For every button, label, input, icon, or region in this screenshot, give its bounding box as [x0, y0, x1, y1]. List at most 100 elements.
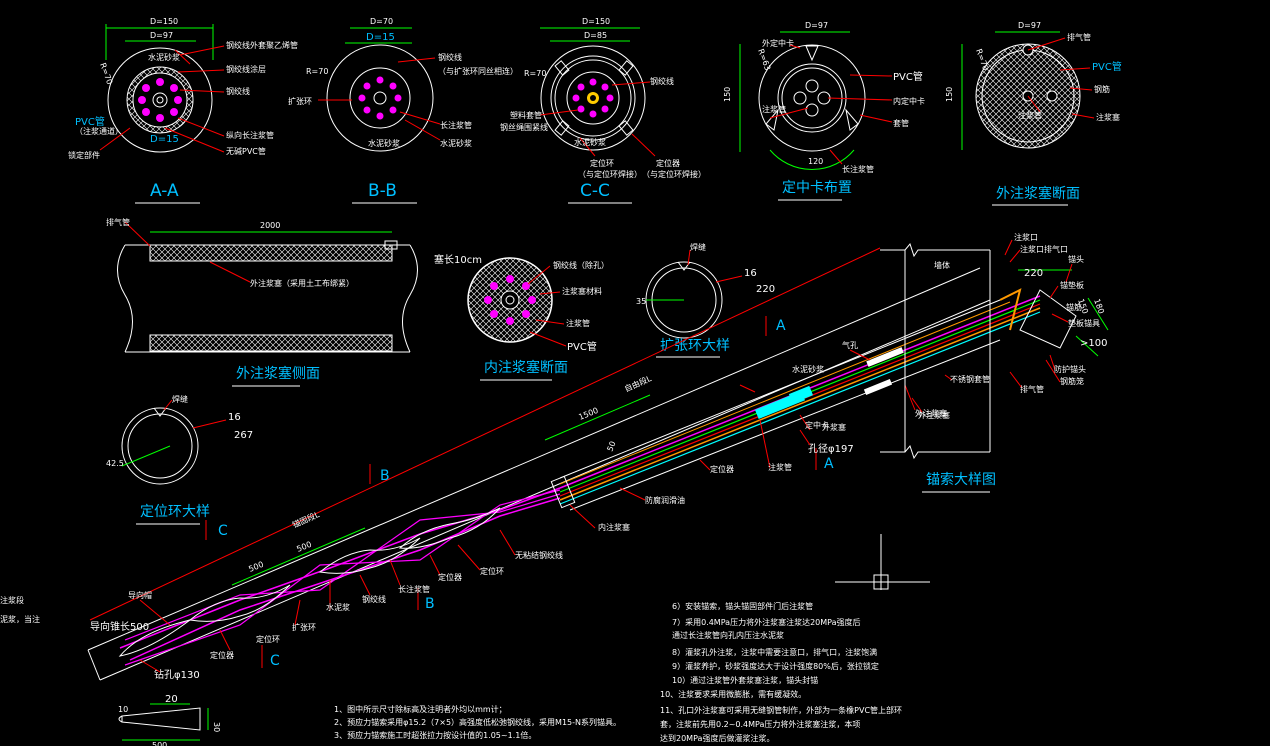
aa-d15: D=15 — [150, 134, 179, 145]
ah-title: 锚索大样图 — [926, 471, 996, 488]
bb-radius: R=70 — [306, 67, 328, 76]
note-right-9: 套，注浆前先用0.2~0.4MPa压力将外注浆塞注浆，本项 — [660, 719, 860, 729]
main-label-a2: A — [824, 456, 834, 472]
tip-dim-30: 30 — [212, 722, 221, 732]
main-label-10: 无粘结钢绞线 — [515, 550, 563, 560]
main-label-b1: B — [380, 468, 390, 484]
aa-dim-d150: D=150 — [150, 17, 178, 26]
cc-strands — [572, 78, 614, 118]
cen-label-4: 套管 — [893, 118, 909, 128]
op-title: 外注浆塞断面 — [996, 185, 1080, 202]
aa-label-4: 纵向长注浆管 — [226, 130, 274, 140]
section-cc: D=150 D=85 R=70 钢绞线 塑料套管 钢丝绳围紧线 定位环 （与定位… — [500, 17, 706, 204]
note-right-7: 10、注浆要求采用微膨胀，需有缓凝效。 — [660, 689, 806, 699]
main-label-12: 防腐润滑油 — [645, 495, 685, 505]
cc-label-2: 塑料套管 — [510, 110, 542, 120]
main-label-14: 注浆管 — [768, 462, 792, 472]
note-right-6: 10）通过注浆管外套浆塞注浆，锚头封锚 — [672, 675, 818, 685]
main-label-7: 长注浆管 — [398, 584, 430, 594]
bb-label-1: 钢绞线 — [438, 52, 462, 62]
op-label-1: 排气管 — [1067, 32, 1091, 42]
left-edge-text: 注浆段 泥浆，当注 — [0, 595, 40, 624]
op-label-2: 钢筋 — [1094, 84, 1110, 94]
ah-label-2: 注浆口排气口 — [1020, 244, 1068, 254]
pr-wall: 42.5 — [106, 459, 124, 468]
ip-pvc: PVC管 — [567, 340, 597, 353]
cen-label-3: 内定中卡 — [893, 96, 925, 106]
main-tip-length: 导向锥长500 — [90, 620, 149, 633]
er-label-1: 焊缝 — [690, 242, 706, 252]
cc-label-4: 定位环 — [590, 158, 614, 168]
aa-label-1: 钢绞线外套聚乙烯管 — [226, 40, 298, 50]
cc-label-3: 钢丝绳围紧线 — [500, 122, 548, 132]
aa-radius: R=70 — [98, 62, 114, 86]
note-right-3: 通过长注浆管向孔内压注水泥浆 — [672, 630, 784, 640]
section-centering: D=97 150 R=63 120 外定中卡 PVC管 内定中卡 套管 注浆管 … — [723, 21, 925, 201]
section-inner-plug: 塞长10cm 钢绞线（除孔） 注浆塞材料 注浆管 PVC管 内注浆塞断面 — [434, 253, 609, 381]
main-label-b2: B — [425, 596, 435, 612]
note-left-1: 1、图中所示尺寸除标高及注明者外均以mm计； — [334, 704, 507, 714]
cc-radius: R=70 — [524, 69, 546, 78]
aa-label-5: 无碱PVC管 — [226, 146, 266, 156]
main-label-11: 内注浆塞 — [598, 522, 630, 532]
ah-dim-220: 220 — [1024, 268, 1043, 279]
main-hole: 钻孔φ130 — [154, 668, 200, 681]
cc-label-8: 水泥砂浆 — [574, 137, 606, 147]
note-right-5: 9）灌浆养护，砂浆强度达大于设计强度80%后，张拉锁定 — [672, 661, 879, 671]
cc-title: C-C — [580, 181, 610, 201]
notes-left: 1、图中所示尺寸除标高及注明者外均以mm计； 2、预应力锚索采用φ15.2（7×… — [334, 704, 621, 740]
aa-strands — [138, 78, 182, 122]
section-aa: D=150 D=97 R=70 PVC管 （注浆通道） D=15 钢绞线外套聚乙… — [68, 17, 298, 204]
note-right-1: 6）安装锚索，锚头锚固部件门后注浆管 — [672, 601, 813, 611]
cc-dim-d150: D=150 — [582, 17, 610, 26]
pr-title: 定位环大样 — [140, 504, 210, 520]
cen-label-1: 外定中卡 — [762, 38, 794, 48]
ip-label-1: 钢绞线（除孔） — [553, 260, 609, 270]
bb-label-6: 水泥砂浆 — [368, 138, 400, 148]
cc-dim-d85: D=85 — [584, 31, 607, 40]
aa-label-6: 锁定部件 — [68, 150, 100, 160]
ops-label-2: 外注浆塞（采用土工布绑紧） — [250, 278, 354, 288]
main-label-9: 定位环 — [480, 566, 504, 576]
ah-label-7: 排气管 — [1020, 384, 1044, 394]
ah-dim-100: >100 — [1080, 338, 1107, 349]
note-left-2: 2、预应力锚索采用φ15.2（7×5）高强度低松弛钢绞线，采用M15-N系列锚具… — [334, 717, 621, 727]
section-outer-plug-side: 2000 排气管 外注浆塞（采用土工布绑紧） 外注浆塞侧面 — [106, 217, 418, 387]
main-label-6: 钢绞线 — [362, 594, 386, 604]
op-pvc: PVC管 — [1092, 60, 1122, 73]
cc-label-5: （与定位环焊接） — [578, 169, 642, 179]
main-anchor-length: 锚固段L — [291, 509, 322, 530]
note-right-10: 达到20MPa强度后做灌浆注浆。 — [660, 733, 774, 743]
ah-label-4: 锚垫板 — [1060, 280, 1084, 290]
ops-title: 外注浆塞侧面 — [236, 365, 320, 382]
main-label-13: 定位器 — [710, 464, 734, 474]
notes-right: 6）安装锚索，锚头锚固部件门后注浆管 7）采用0.4MPa压力将外注浆塞注浆达2… — [660, 601, 902, 743]
ah-label-12: 气孔 — [842, 340, 858, 350]
section-anchor-head: 220 180 150 >100 注浆口 注浆口排气口 锚头 锚垫板 防护锚头 … — [822, 232, 1109, 493]
main-free-length: 自由段L — [623, 373, 654, 394]
main-label-1: 导向帽 — [128, 590, 152, 600]
pr-dia: 267 — [234, 430, 253, 441]
main-anchor-view: 自由段L 锚固段L 导向锥长500 — [87, 247, 1041, 681]
section-positioning-ring: 焊缝 16 267 42.5 定位环大样 — [106, 394, 253, 525]
tip-dim-20: 20 — [165, 694, 178, 705]
ah-label-14: 锚筋 — [1066, 302, 1082, 312]
ip-plug-len: 塞长10cm — [434, 253, 482, 266]
note-right-4: 8）灌浆孔外注浆，注浆中需要注意口，排气口，注浆饱满 — [672, 647, 877, 657]
tip-dim-500: 500 — [152, 741, 167, 746]
ops-length: 2000 — [260, 221, 280, 230]
ucs-crosshair — [835, 534, 930, 590]
bb-label-3: 扩张环 — [288, 96, 312, 106]
ops-label-1: 排气管 — [106, 217, 130, 227]
op-label-3: 注浆塞 — [1096, 112, 1120, 122]
ip-label-3: 注浆管 — [566, 318, 590, 328]
bb-d15: D=15 — [366, 32, 395, 43]
aa-title: A-A — [150, 181, 179, 201]
main-label-3: 定位环 — [256, 634, 280, 644]
main-label-c1: C — [218, 523, 228, 539]
ip-title: 内注浆塞断面 — [484, 359, 568, 376]
aa-dim-d97: D=97 — [150, 31, 173, 40]
main-label-8: 定位器 — [438, 572, 462, 582]
ah-label-6: 钢筋笼 — [1060, 376, 1084, 386]
